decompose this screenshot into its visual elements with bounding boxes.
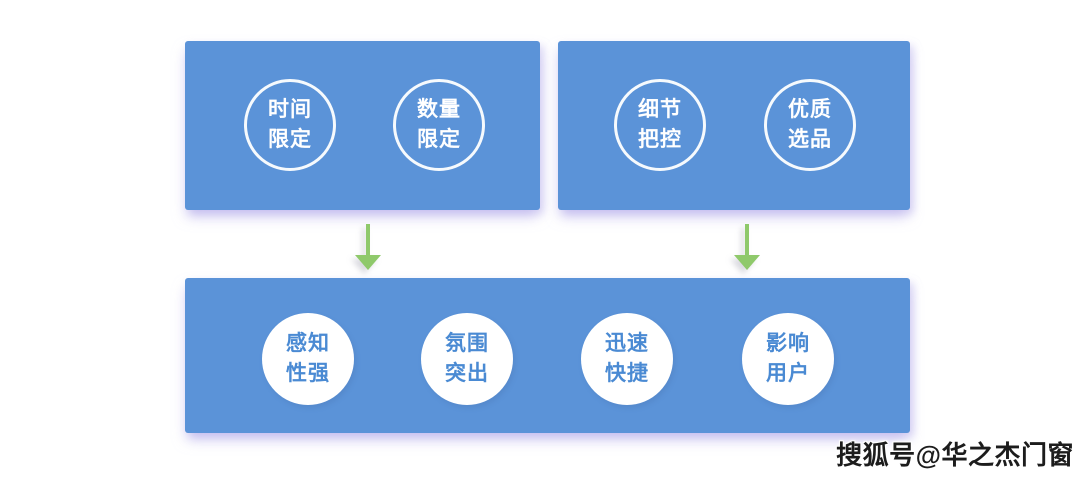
circle-detail-control: 细节 把控 [614,79,706,171]
panel-top-left [185,41,540,210]
panel-top-right [558,41,910,210]
circle-prominent-atmosphere: 氛围 突出 [421,313,513,405]
down-arrow-stem [366,224,370,255]
circle-time-limit: 时间 限定 [244,79,336,171]
circle-fast-quick: 迅速 快捷 [581,313,673,405]
circle-detail-control-line2: 把控 [638,128,682,151]
circle-quality-selection-line2: 选品 [788,128,832,151]
circle-influence-users: 影响 用户 [742,313,834,405]
down-arrow-icon [734,224,760,270]
circle-strong-perception-line2: 性强 [286,362,330,385]
circle-time-limit-line1: 时间 [268,97,312,121]
circle-fast-quick-line2: 快捷 [605,362,649,385]
circle-quantity-limit-line2: 限定 [417,128,461,151]
down-arrow-head [355,255,381,270]
down-arrow-icon [355,224,381,270]
circle-prominent-atmosphere-line1: 氛围 [445,331,489,355]
down-arrow-stem [745,224,749,255]
circle-strong-perception: 感知 性强 [262,313,354,405]
circle-quantity-limit: 数量 限定 [393,79,485,171]
circle-quality-selection: 优质 选品 [764,79,856,171]
circle-fast-quick-line1: 迅速 [605,331,649,355]
circle-detail-control-line1: 细节 [638,97,682,121]
circle-prominent-atmosphere-line2: 突出 [445,362,489,385]
watermark-sohu-account: 搜狐号@华之杰门窗 [836,440,1074,470]
circle-quantity-limit-line1: 数量 [417,97,461,121]
circle-strong-perception-line1: 感知 [286,331,330,355]
down-arrow-head [734,255,760,270]
circle-time-limit-line2: 限定 [268,128,312,151]
circle-influence-users-line2: 用户 [766,362,810,385]
circle-quality-selection-line1: 优质 [788,97,832,121]
circle-influence-users-line1: 影响 [766,331,810,355]
